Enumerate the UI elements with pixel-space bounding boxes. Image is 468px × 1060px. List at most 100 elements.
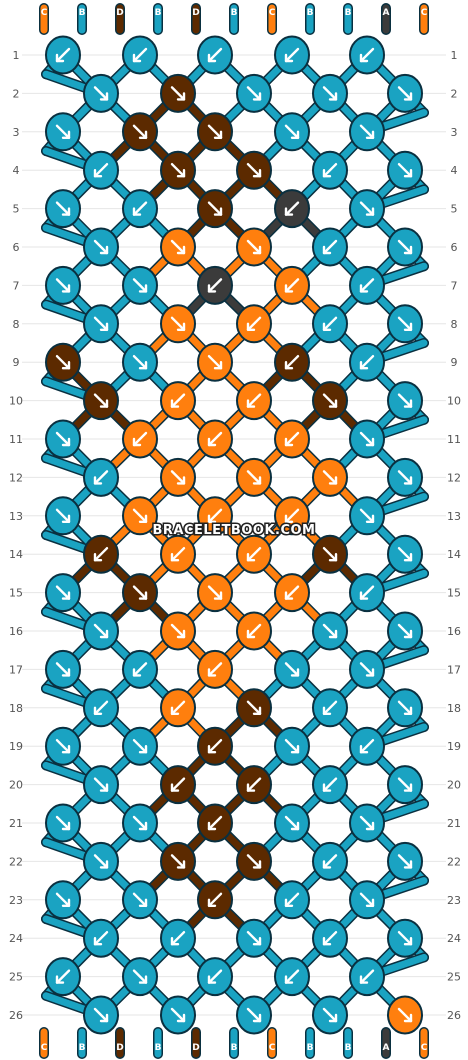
arrow-down-left-icon bbox=[207, 508, 223, 523]
knot bbox=[312, 534, 348, 574]
arrow-down-right-icon bbox=[322, 623, 338, 639]
arrow-down-right-icon bbox=[397, 547, 413, 562]
arrow-down-right-icon bbox=[397, 470, 413, 485]
knot bbox=[122, 35, 158, 75]
row-label-left: 15 bbox=[9, 587, 23, 600]
arrow-down-left-icon bbox=[207, 662, 223, 677]
knot bbox=[312, 381, 348, 421]
knot bbox=[83, 534, 119, 574]
arrow-down-right-icon bbox=[246, 854, 262, 869]
row-label-right: 7 bbox=[451, 279, 458, 292]
arrow-down-right-icon bbox=[132, 892, 148, 907]
arrow-down-right-icon bbox=[132, 278, 148, 293]
arrow-down-right-icon bbox=[93, 777, 109, 792]
knot bbox=[236, 688, 272, 728]
arrow-down-left-icon bbox=[207, 969, 223, 984]
knot bbox=[349, 803, 385, 843]
arrow-down-right-icon bbox=[397, 931, 413, 946]
knot bbox=[160, 457, 196, 497]
knot bbox=[349, 35, 385, 75]
knot bbox=[349, 880, 385, 920]
knot bbox=[236, 995, 272, 1035]
row-label-left: 17 bbox=[9, 663, 23, 676]
knot bbox=[349, 573, 385, 613]
knot bbox=[197, 573, 233, 613]
knot bbox=[160, 227, 196, 267]
arrow-down-right-icon bbox=[93, 316, 109, 331]
knot bbox=[197, 189, 233, 229]
arrow-down-left-icon bbox=[359, 278, 375, 293]
knot bbox=[160, 765, 196, 805]
bottom-string-label: B bbox=[345, 1043, 352, 1053]
knot bbox=[197, 880, 233, 920]
knot bbox=[45, 35, 81, 75]
arrow-down-left-icon bbox=[284, 355, 300, 370]
knot bbox=[274, 573, 310, 613]
row-label-right: 4 bbox=[451, 164, 458, 177]
arrow-down-left-icon bbox=[284, 201, 300, 216]
row-label-left: 2 bbox=[13, 87, 20, 100]
arrow-down-left-icon bbox=[246, 623, 262, 639]
arrow-down-right-icon bbox=[170, 162, 186, 178]
arrow-down-left-icon bbox=[132, 201, 148, 216]
knot bbox=[387, 765, 423, 805]
knot bbox=[274, 342, 310, 382]
arrow-down-left-icon bbox=[170, 393, 186, 408]
knot bbox=[197, 496, 233, 536]
row-label-left: 21 bbox=[9, 817, 23, 830]
arrow-down-right-icon bbox=[93, 623, 109, 639]
row-label-right: 17 bbox=[447, 663, 461, 676]
knot bbox=[122, 342, 158, 382]
knot bbox=[197, 957, 233, 997]
row-label-right: 21 bbox=[447, 817, 461, 830]
knot bbox=[83, 150, 119, 190]
row-label-left: 22 bbox=[9, 855, 23, 868]
knot bbox=[160, 534, 196, 574]
knot bbox=[312, 688, 348, 728]
arrow-down-right-icon bbox=[55, 124, 71, 140]
knot bbox=[236, 611, 272, 651]
knot bbox=[45, 573, 81, 613]
knot bbox=[312, 918, 348, 958]
arrow-down-right-icon bbox=[93, 1007, 109, 1023]
knot bbox=[160, 381, 196, 421]
row-label-right: 5 bbox=[451, 203, 458, 216]
knot bbox=[387, 381, 423, 421]
knot bbox=[122, 880, 158, 920]
arrow-down-right-icon bbox=[55, 892, 71, 907]
arrow-down-right-icon bbox=[93, 393, 109, 408]
top-string-label: B bbox=[307, 8, 314, 18]
row-label-left: 12 bbox=[9, 471, 23, 484]
arrow-down-right-icon bbox=[397, 700, 413, 715]
arrow-down-left-icon bbox=[55, 969, 71, 984]
bottom-string-label: D bbox=[116, 1043, 123, 1053]
row-label-right: 1 bbox=[451, 49, 458, 62]
row-label-left: 19 bbox=[9, 740, 23, 753]
knot bbox=[387, 688, 423, 728]
knot bbox=[160, 841, 196, 881]
row-label-left: 10 bbox=[9, 395, 23, 408]
arrow-down-right-icon bbox=[359, 124, 375, 140]
row-label-left: 9 bbox=[13, 356, 20, 369]
arrow-down-right-icon bbox=[207, 124, 223, 140]
knot bbox=[197, 803, 233, 843]
knot bbox=[387, 841, 423, 881]
knot bbox=[274, 803, 310, 843]
row-labels-left: 1234567891011121314151617181920212223242… bbox=[9, 49, 23, 1022]
arrow-down-right-icon bbox=[55, 201, 71, 216]
knot bbox=[83, 73, 119, 113]
knot bbox=[387, 534, 423, 574]
arrow-down-right-icon bbox=[132, 508, 148, 523]
knot-grid bbox=[45, 35, 423, 1035]
knot bbox=[83, 841, 119, 881]
arrow-down-left-icon bbox=[207, 892, 223, 907]
arrow-down-right-icon bbox=[55, 815, 71, 831]
bottom-string-label: B bbox=[155, 1043, 162, 1053]
arrow-down-left-icon bbox=[246, 777, 262, 792]
arrow-down-left-icon bbox=[359, 47, 375, 63]
arrow-down-right-icon bbox=[132, 969, 148, 984]
knot bbox=[387, 150, 423, 190]
arrow-down-left-icon bbox=[322, 854, 338, 869]
